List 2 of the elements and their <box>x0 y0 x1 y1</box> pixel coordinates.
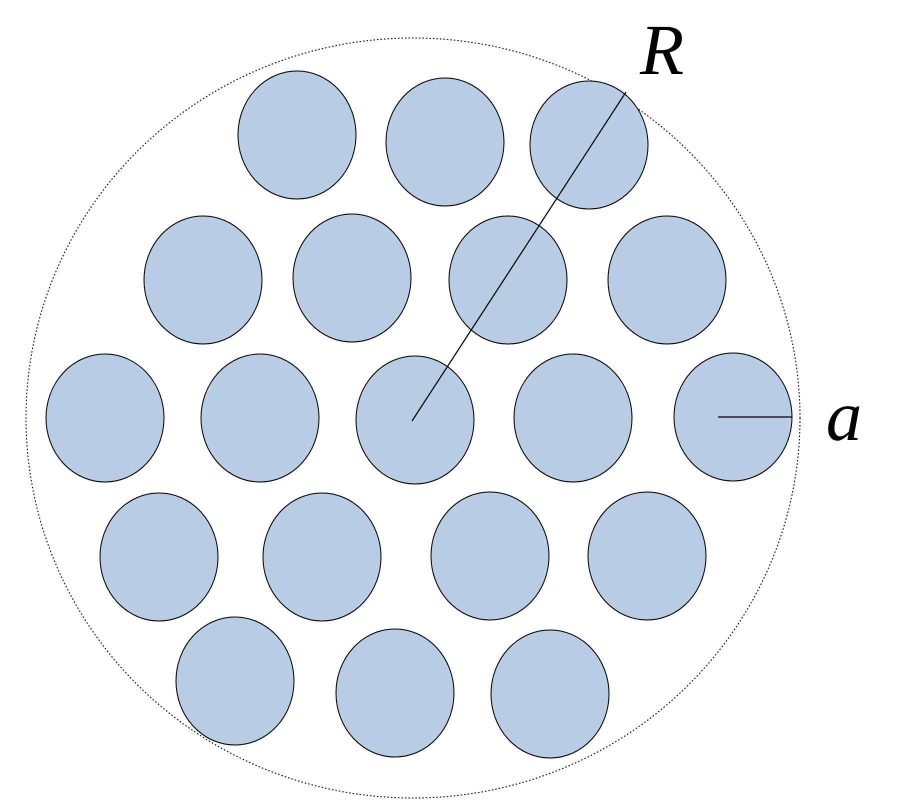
dimension-label: a <box>826 380 862 452</box>
dimension-label: R <box>640 14 684 86</box>
